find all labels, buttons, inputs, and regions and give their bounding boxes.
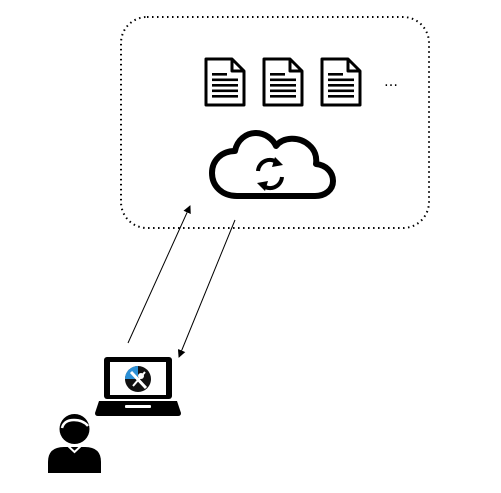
app-logo-icon bbox=[125, 366, 151, 392]
cloud-boundary bbox=[120, 16, 430, 229]
document-list bbox=[204, 57, 362, 107]
user-icon bbox=[48, 414, 101, 473]
cloud-sync-icon bbox=[209, 130, 336, 199]
upload-arrow bbox=[127, 205, 191, 344]
document-icon bbox=[320, 57, 362, 107]
document-icon bbox=[204, 57, 246, 107]
laptop-icon bbox=[95, 357, 181, 416]
more-indicator: … bbox=[384, 74, 398, 90]
download-arrow bbox=[177, 219, 236, 358]
document-icon bbox=[262, 57, 304, 107]
